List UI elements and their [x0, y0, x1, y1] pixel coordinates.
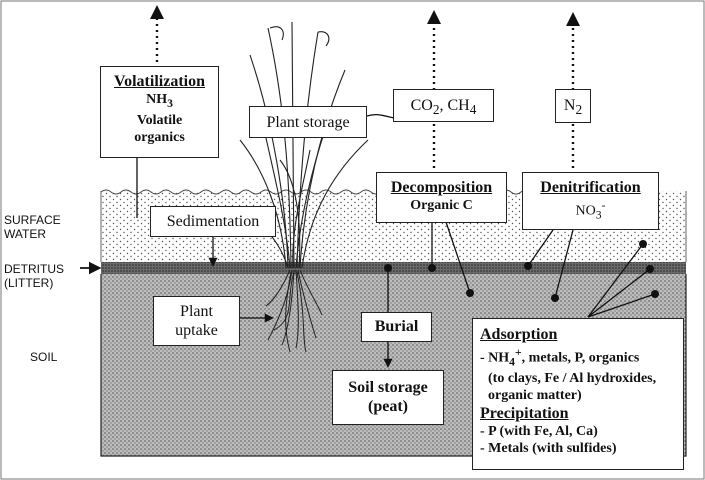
soil-storage-line2: (peat): [368, 398, 408, 415]
surface-water-label: SURFACE WATER: [4, 213, 61, 241]
adsorption-title: Adsorption: [480, 326, 558, 343]
decomposition-dot-2: [466, 289, 474, 297]
denitrification-title: Denitrification: [540, 179, 641, 196]
adsorption-dot-2: [646, 265, 654, 273]
decomposition-up-arrowhead: [427, 10, 441, 24]
ch4-text: , CH: [439, 97, 470, 114]
n2-box: N2: [555, 89, 591, 123]
soil-storage-line1: Soil storage: [348, 379, 428, 396]
volatilization-line3: organics: [134, 129, 185, 145]
volatilization-line2: Volatile: [136, 112, 183, 128]
denitrification-line-2: [554, 229, 574, 299]
n2-text: N: [563, 97, 576, 114]
adsorption-line1-sub: 4: [509, 355, 515, 369]
adsorption-line3: organic matter): [488, 388, 582, 404]
volatilization-up-arrowhead: [150, 5, 164, 19]
adsorption-line1-pre: - NH: [480, 350, 510, 366]
co2-sub: 2: [432, 102, 440, 118]
detritus-label-line2: (LITTER): [4, 276, 54, 290]
detritus-layer: [101, 262, 686, 274]
plant-uptake-box: Plant uptake: [153, 296, 240, 346]
co2-ch4-box: CO2, CH4: [393, 89, 494, 122]
plant-uptake-line1: Plant: [180, 303, 213, 320]
denitrification-up-arrowhead: [566, 12, 580, 26]
adsorption-line1-sup: +: [515, 346, 522, 359]
surface-water-label-line1: SURFACE: [4, 213, 61, 227]
detritus-label-line1: DETRITUS: [4, 262, 64, 276]
adsorption-line1-post: , metals, P, organics: [521, 350, 640, 366]
adsorption-precipitation-box: Adsorption - NH4+, metals, P, organics (…: [472, 318, 684, 470]
decomposition-line-2: [445, 221, 471, 294]
adsorption-line-3: [587, 293, 656, 318]
soil-label: SOIL: [30, 350, 58, 364]
nitrate-text: NO: [575, 203, 596, 219]
denitrification-dot-1: [524, 262, 532, 270]
nitrate-sup: -: [601, 199, 606, 212]
plant-roots: [265, 269, 323, 353]
volatilization-title: Volatilization: [114, 73, 205, 90]
burial-box: Burial: [361, 312, 432, 342]
ch4-sub: 4: [469, 102, 477, 118]
burial-dot: [384, 264, 392, 272]
nitrate-sub: 3: [595, 208, 602, 222]
decomposition-dot-1: [428, 264, 436, 272]
volatilization-formula-sub: 3: [167, 96, 173, 110]
detritus-label: DETRITUS (LITTER): [4, 262, 64, 290]
precipitation-title: Precipitation: [480, 405, 569, 423]
adsorption-dot-1: [639, 240, 647, 248]
n2-sub: 2: [575, 102, 583, 118]
decomposition-title: Decomposition: [390, 179, 493, 196]
soil-border: [100, 274, 687, 457]
adsorption-line-2: [587, 268, 651, 318]
volatilization-formula: NH: [146, 92, 168, 107]
sedimentation-box: Sedimentation: [150, 206, 276, 237]
precipitation-line1: - P (with Fe, Al, Ca): [480, 424, 598, 440]
plant-uptake-line2: uptake: [175, 322, 218, 339]
denitrification-dot-2: [551, 294, 559, 302]
denitrification-line-1: [527, 229, 554, 267]
soil-storage-box: Soil storage (peat): [332, 370, 444, 425]
precipitation-line2: - Metals (with sulfides): [480, 441, 617, 457]
decomposition-sub: Organic C: [410, 198, 473, 213]
denitrification-box: Denitrification NO3-: [522, 172, 659, 230]
adsorption-line2: (to clays, Fe / Al hydroxides,: [488, 371, 657, 387]
surface-water-label-line2: WATER: [4, 227, 46, 241]
decomposition-box: Decomposition Organic C: [376, 172, 507, 223]
adsorption-dot-3: [651, 290, 659, 298]
volatilization-box: Volatilization NH3 Volatile organics: [100, 66, 219, 158]
co2-text: CO: [410, 97, 433, 114]
plant-storage-box: Plant storage: [249, 106, 367, 138]
adsorption-line-1: [587, 243, 644, 318]
